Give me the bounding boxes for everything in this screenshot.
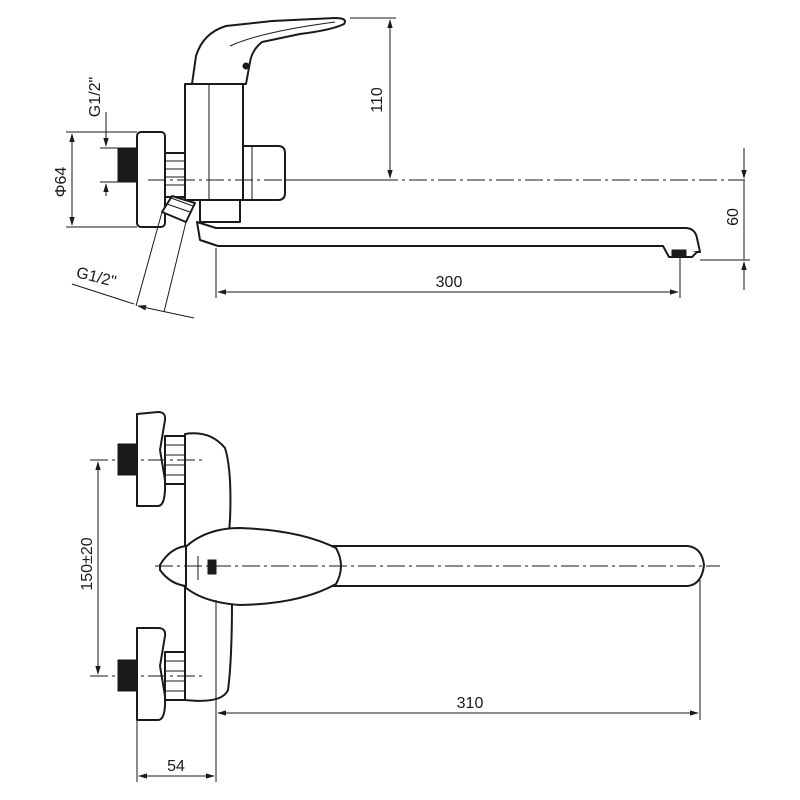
inclined-inlet <box>161 195 196 223</box>
dim-300-label: 300 <box>436 274 463 291</box>
lever-handle <box>191 17 346 85</box>
dim-54-label: 54 <box>167 758 185 775</box>
dimension-54: 54 <box>136 720 215 782</box>
mixer-body <box>184 83 286 223</box>
dim-110-label: 110 <box>369 87 386 113</box>
dim-60-label: 60 <box>725 208 742 226</box>
plan-view: 150±20 310 54 <box>79 411 720 782</box>
dimension-110: 110 <box>285 17 396 181</box>
dimension-thread-bottom: G1/2" <box>71 211 195 319</box>
lower-connector <box>117 627 186 721</box>
dimension-diameter: Φ64 <box>53 131 137 228</box>
dim-150-label: 150±20 <box>79 537 96 590</box>
dimension-310: 310 <box>215 580 701 782</box>
dimension-150: 150±20 <box>79 461 101 675</box>
spout <box>196 221 701 258</box>
dimension-thread-top: G1/2" <box>87 77 137 196</box>
upper-connector <box>117 411 186 507</box>
dim-diameter-label: Φ64 <box>53 167 70 198</box>
dim-310-label: 310 <box>457 695 484 712</box>
dimension-60: 60 <box>700 148 750 290</box>
dimension-300: 300 <box>215 248 681 298</box>
side-view: 110 60 300 G1/2" <box>53 17 750 319</box>
dim-thread-top-label: G1/2" <box>87 77 104 117</box>
